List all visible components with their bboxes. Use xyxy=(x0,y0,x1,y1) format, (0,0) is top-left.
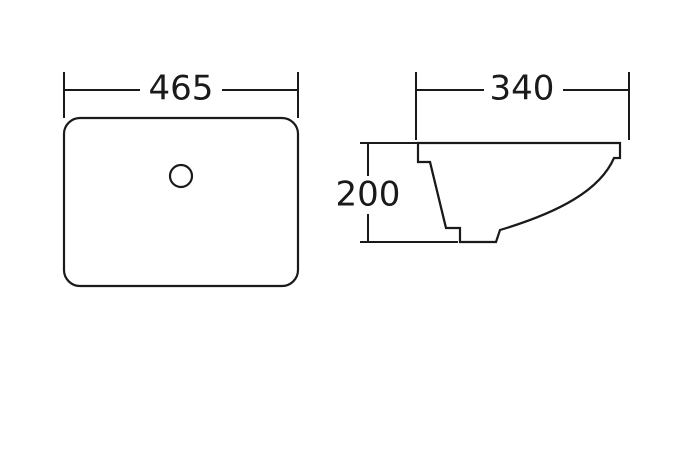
width-label: 465 xyxy=(149,69,214,109)
depth-dimension: 340 xyxy=(415,69,630,140)
depth-label: 340 xyxy=(490,69,555,109)
top-view: 465 xyxy=(62,69,300,288)
basin-top-outline xyxy=(62,116,300,288)
basin-side-profile xyxy=(416,141,622,244)
width-dimension: 465 xyxy=(63,69,299,118)
height-dimension: 200 xyxy=(336,142,458,243)
tap-hole xyxy=(168,163,194,189)
side-view: 340 200 xyxy=(336,69,630,244)
height-label: 200 xyxy=(336,175,401,215)
basin-inner-wall xyxy=(429,161,447,229)
